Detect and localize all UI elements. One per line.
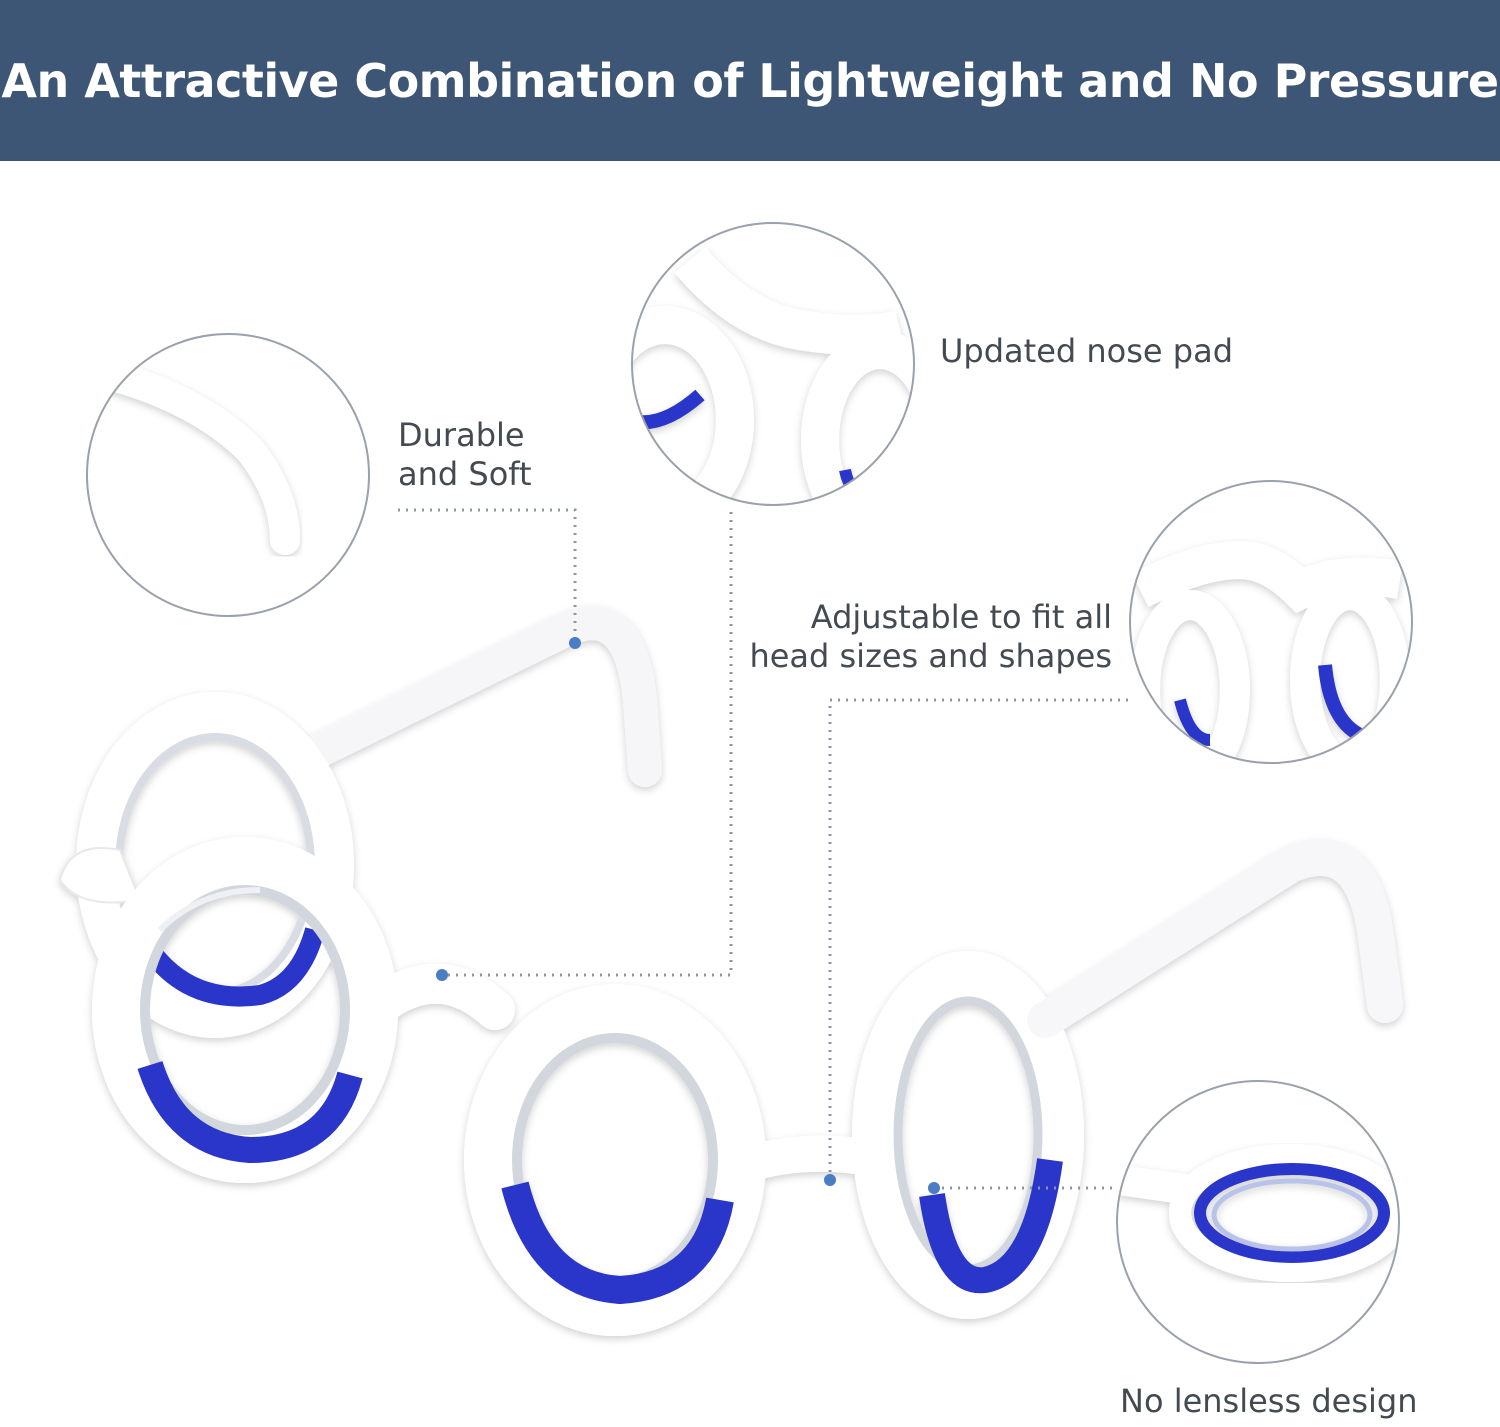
- callout-dot: [569, 637, 581, 649]
- feature-label-line: Durable: [398, 416, 525, 454]
- feature-label-line: No lensless design: [1120, 1382, 1418, 1420]
- feature-label-adjustable: Adjustable to fit all head sizes and sha…: [749, 598, 1112, 676]
- header-banner: An Attractive Combination of Lightweight…: [0, 0, 1500, 161]
- feature-label-durable: Durable and Soft: [398, 416, 532, 494]
- page-title: An Attractive Combination of Lightweight…: [1, 53, 1499, 108]
- callout-lines: [398, 508, 1128, 1190]
- callout-dot: [436, 969, 448, 981]
- side-ring: [852, 951, 1084, 1319]
- glasses-image: [58, 606, 1403, 1336]
- feature-label-line: and Soft: [398, 455, 532, 493]
- feature-label-nose-pad: Updated nose pad: [940, 332, 1233, 371]
- temple-tip-closeup: [86, 333, 370, 617]
- callout-dot: [824, 1174, 836, 1186]
- bridge-closeup: [1129, 480, 1413, 764]
- lens-ring-closeup: [1116, 1080, 1400, 1364]
- callout-line-durable: [398, 508, 577, 640]
- front-right-ring: [464, 984, 766, 1336]
- feature-label-lensless: No lensless design: [1120, 1382, 1417, 1421]
- nose-pad-closeup: [631, 222, 915, 506]
- callout-line-adjustable: [828, 698, 1128, 1178]
- feature-label-line: Adjustable to fit all: [810, 598, 1112, 636]
- feature-label-line: Updated nose pad: [940, 332, 1233, 370]
- feature-label-line: head sizes and shapes: [749, 637, 1112, 675]
- callout-dot: [928, 1182, 940, 1194]
- callout-line-nose-pad: [442, 512, 733, 977]
